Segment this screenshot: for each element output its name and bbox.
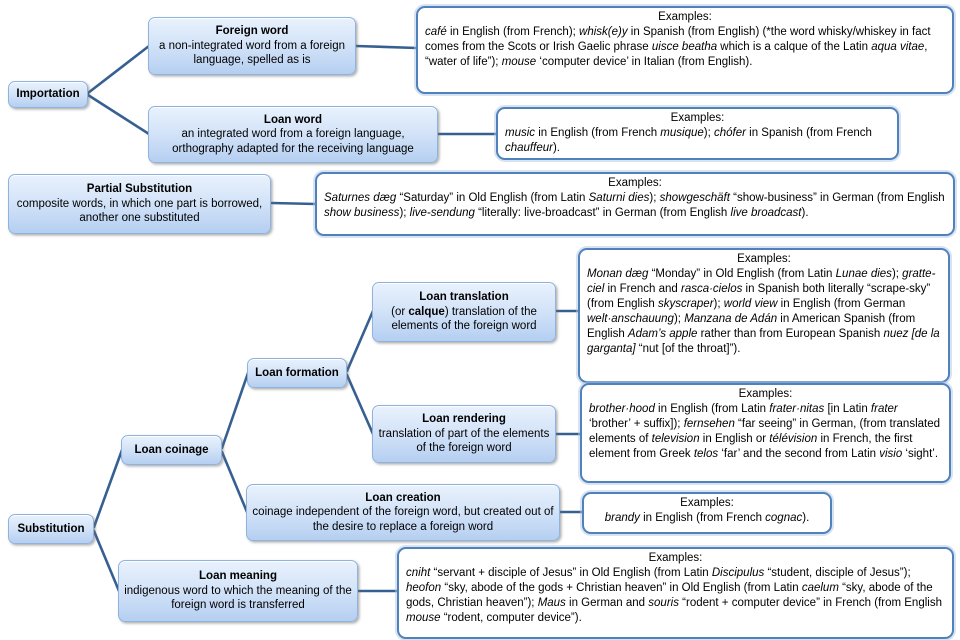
node-desc: an integrated word from a foreign langua… [172, 128, 414, 155]
node-loan-translation: Loan translation (or calque) translation… [372, 282, 556, 342]
examples-body: music in English (from French musique); … [505, 126, 872, 154]
examples-heading: Examples: [737, 253, 791, 265]
node-title: Loan formation [255, 366, 339, 379]
examples-body: brother·hood in English (from Latin frat… [589, 402, 941, 460]
examples-heading: Examples: [658, 11, 712, 23]
examples-body: brandy in English (from French cognac). [604, 511, 810, 524]
node-loan-meaning: Loan meaning indigenous word to which th… [118, 560, 358, 622]
examples-box-foreign-word: Examples: café in English (from French);… [416, 6, 954, 94]
node-loan-formation: Loan formation [247, 358, 347, 388]
examples-box-partial-substitution: Examples: Saturnes dæg “Saturday” in Old… [315, 172, 955, 236]
node-loan-coinage: Loan coinage [121, 435, 222, 465]
connector-line [220, 450, 249, 514]
examples-box-loan-word: Examples: music in English (from French … [496, 107, 899, 160]
connector-line [86, 93, 151, 136]
node-title: Loan creation [365, 491, 441, 504]
connector-line [345, 309, 375, 373]
examples-heading: Examples: [738, 388, 793, 400]
examples-heading: Examples: [648, 552, 703, 564]
node-title: Partial Substitution [86, 183, 193, 196]
connector-line [345, 373, 375, 436]
node-desc: indigenous word to which the meaning of … [124, 584, 352, 612]
connector-line [92, 529, 121, 593]
connector-line [270, 201, 318, 206]
node-desc: coinage independent of the foreign word,… [252, 506, 554, 533]
examples-heading: Examples: [680, 497, 734, 509]
examples-box-loan-meaning: Examples: cniht “servant + disciple of J… [397, 547, 954, 639]
examples-box-loan-translation: Examples: Monan dæg “Monday” in Old Engl… [578, 248, 950, 383]
node-title: Loan meaning [199, 570, 277, 583]
node-loan-word: Loan word an integrated word from a fore… [148, 106, 438, 163]
examples-body: café in English (from French); whisk(e)y… [425, 25, 931, 68]
node-desc: translation of part of the elements of t… [378, 427, 550, 455]
examples-body: cniht “servant + disciple of Jesus” in O… [406, 566, 942, 624]
connector-line [220, 371, 250, 450]
examples-heading: Examples: [608, 177, 662, 189]
node-partial-substitution: Partial Substitution composite words, in… [8, 174, 271, 234]
node-loan-rendering: Loan rendering translation of part of th… [372, 405, 556, 463]
node-title: Loan rendering [422, 413, 506, 426]
examples-box-loan-rendering: Examples: brother·hood in English (from … [580, 383, 951, 483]
node-title: Importation [16, 88, 80, 101]
node-desc: composite words, in which one part is bo… [16, 197, 263, 225]
connector-line [354, 44, 419, 50]
examples-box-loan-creation: Examples: brandy in English (from French… [582, 492, 832, 534]
node-loan-creation: Loan creation coinage independent of the… [246, 484, 560, 541]
connector-line [92, 448, 124, 529]
examples-heading: Examples: [670, 112, 725, 124]
connector-line [86, 44, 151, 95]
node-title: Loan coinage [134, 443, 209, 456]
examples-body: Monan dæg “Monday” in Old English (from … [587, 267, 940, 355]
node-title: Loan translation [419, 291, 509, 304]
examples-body: Saturnes dæg “Saturday” in Old English (… [324, 191, 945, 219]
node-importation: Importation [8, 81, 88, 108]
node-substitution: Substitution [8, 514, 94, 544]
node-title: Foreign word [215, 25, 289, 38]
node-foreign-word: Foreign word a non-integrated word from … [148, 17, 356, 75]
node-title: Loan word [263, 113, 323, 126]
node-title: Substitution [17, 522, 85, 535]
node-desc: (or calque) translation of the elements … [391, 305, 537, 333]
node-desc: a non-integrated word from a foreign lan… [158, 39, 346, 67]
